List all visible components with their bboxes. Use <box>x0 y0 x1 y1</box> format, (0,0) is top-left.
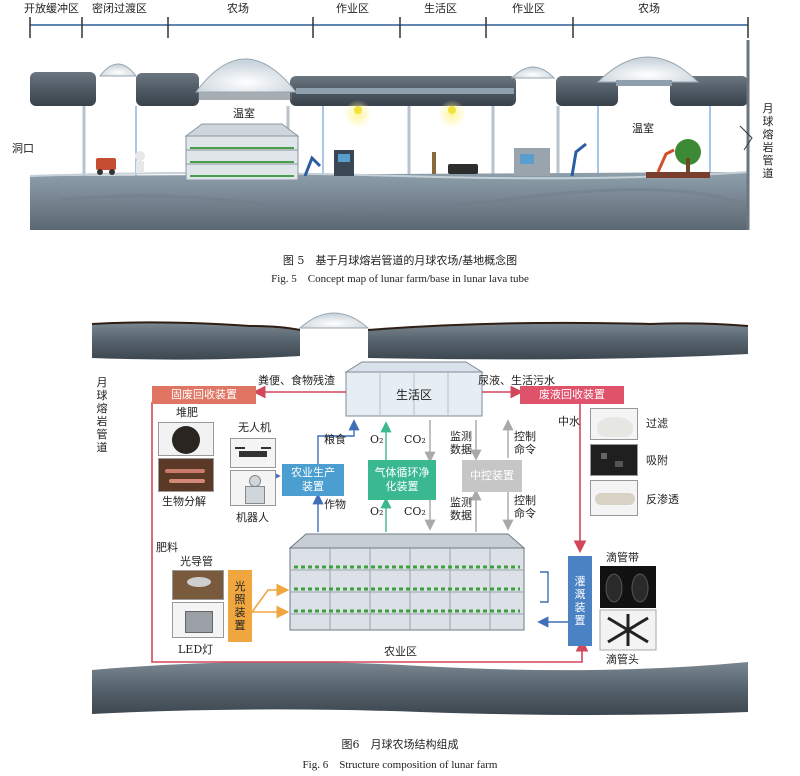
figure-6-caption-en: Fig. 6 Structure composition of lunar fa… <box>302 759 498 771</box>
crops-label: 作物 <box>324 498 346 511</box>
control-cmd-top-label: 控制命令 <box>514 430 536 456</box>
fertilizer-label: 肥料 <box>156 541 178 554</box>
robot-image <box>230 470 276 506</box>
led-lamp-image <box>172 602 224 638</box>
gas-cycle-device-label: 气体循环净化装置 <box>374 466 430 493</box>
co2-bottom-label: CO₂ <box>404 505 426 518</box>
drip-tape-label: 滴管带 <box>606 551 639 564</box>
worm-image <box>158 458 214 492</box>
adsorb-image <box>590 444 638 476</box>
central-control-device: 中控装置 <box>462 460 522 492</box>
waste-flow-lines <box>151 385 589 663</box>
feces-label: 粪便、食物残渣 <box>258 374 335 387</box>
irrigation-device-label: 灌溉装置 <box>574 575 586 627</box>
figure-5-caption-en: Fig. 5 Concept map of lunar farm/base in… <box>271 273 529 285</box>
zone-label-open-buffer: 开放缓冲区 <box>24 2 79 15</box>
lava-tube-side-label: 月球熔岩管道 <box>762 102 774 180</box>
figure-6-caption-cn: 图6 月球农场结构组成 <box>341 738 459 751</box>
o2-bottom-label: O₂ <box>370 505 384 518</box>
light-pipe-label: 光导管 <box>180 555 213 568</box>
reverse-osmosis-label: 反渗透 <box>646 493 679 506</box>
grain-label: 粮食 <box>324 433 346 446</box>
monitor-data-bottom-label: 监测数据 <box>450 496 472 522</box>
figure-5-caption-cn: 图 5 基于月球熔岩管道的月球农场/基地概念图 <box>282 254 518 267</box>
lava-tube-scene <box>29 40 753 230</box>
zone-label-farm-2: 农场 <box>638 2 660 15</box>
led-lamp-label: LED灯 <box>178 643 214 656</box>
zone-ruler <box>29 17 749 38</box>
living-zone-label: 生活区 <box>396 388 433 402</box>
zone-label-farm-1: 农场 <box>227 2 249 15</box>
support-columns <box>82 106 560 180</box>
co2-top-label: CO₂ <box>404 433 426 446</box>
urine-label: 尿液、生活污水 <box>478 374 555 387</box>
light-pipe-image <box>172 570 224 600</box>
o2-top-label: O₂ <box>370 433 384 446</box>
liquid-waste-recycle-device: 废液回收装置 <box>520 386 624 404</box>
control-flow-lines <box>470 419 514 532</box>
agri-zone-label: 农业区 <box>384 645 417 658</box>
solid-waste-recycle-device: 固废回收装置 <box>152 386 256 404</box>
irrigation-device: 灌溉装置 <box>568 556 592 646</box>
greenhouse-1 <box>184 123 300 181</box>
zone-label-work-2: 作业区 <box>512 2 545 15</box>
compost-image <box>158 422 214 456</box>
zone-label-living: 生活区 <box>424 2 457 15</box>
living-zone-building <box>344 361 484 417</box>
zone-label-work-1: 作业区 <box>336 2 369 15</box>
monitor-data-top-label: 监测数据 <box>450 430 472 456</box>
farm-structure-diagram <box>91 312 749 715</box>
equipment-icons <box>96 142 675 177</box>
zone-label-sealed-transition: 密闭过渡区 <box>92 2 147 15</box>
robot-label: 机器人 <box>236 511 269 524</box>
reverse-osmosis-image <box>590 480 638 516</box>
agri-zone-greenhouse <box>288 533 526 631</box>
surface-domes <box>98 56 700 94</box>
control-cmd-bottom-label: 控制命令 <box>514 494 536 520</box>
compost-label: 堆肥 <box>176 406 198 419</box>
cave-mouth-label: 洞口 <box>12 142 34 155</box>
figure-5: 开放缓冲区 密闭过渡区 农场 作业区 生活区 作业区 农场 <box>0 0 800 290</box>
top-rock <box>91 312 749 360</box>
agri-production-device-label: 农业生产装置 <box>291 466 335 493</box>
greenhouse-2 <box>646 139 710 178</box>
drip-tape-image <box>600 566 656 608</box>
greenhouse-1-label: 温室 <box>233 107 255 120</box>
adsorb-label: 吸附 <box>646 454 668 467</box>
bottom-rock <box>92 661 748 715</box>
bio-decomp-label: 生物分解 <box>162 495 206 508</box>
drip-head-image <box>599 609 657 651</box>
reclaimed-water-label: 中水 <box>558 415 580 428</box>
fig6-lava-tube-label: 月球熔岩管道 <box>96 376 108 454</box>
gas-cycle-device: 气体循环净化装置 <box>368 460 436 500</box>
lighting-device-label: 光照装置 <box>234 580 246 632</box>
filter-image <box>590 408 638 440</box>
figure-6: 月球熔岩管道 生活区 粪便、食物残渣 尿液、生活污水 固废回收装置 废液回收装置… <box>0 300 800 776</box>
drip-head-label: 滴管头 <box>606 653 639 666</box>
drone-label: 无人机 <box>238 421 271 434</box>
drone-image <box>230 438 276 468</box>
lighting-device: 光照装置 <box>228 570 252 642</box>
greenhouse-2-label: 温室 <box>632 122 654 135</box>
agri-production-device: 农业生产装置 <box>282 464 344 496</box>
filter-label: 过滤 <box>646 417 668 430</box>
